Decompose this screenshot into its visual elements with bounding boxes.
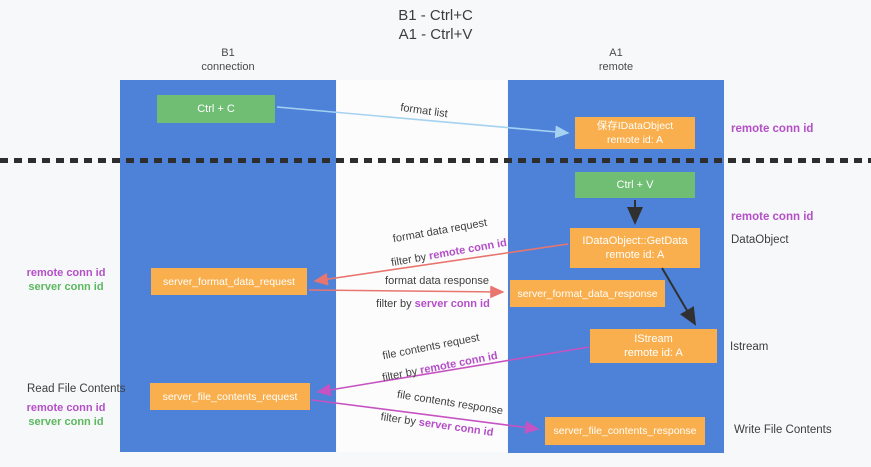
idataobject-getdata-box: IDataObject::GetData remote id: A [570, 228, 700, 268]
ctrl-c-box: Ctrl + C [157, 95, 275, 123]
ctrl-v-label: Ctrl + V [616, 179, 654, 191]
server-file-contents-request-label: server_file_contents_request [162, 390, 298, 403]
ctrl-c-label: Ctrl + C [197, 103, 235, 115]
save-dataobject-line1: 保存IDataObject [596, 120, 674, 132]
save-dataobject-line2: remote id: A [606, 134, 664, 146]
lane-b1-header: B1 connection [120, 46, 336, 74]
server-conn-id-highlight: server conn id [414, 298, 490, 310]
lane-b1-subtitle: connection [201, 61, 255, 73]
phase-divider-dashed-line [0, 158, 871, 163]
right-write-file-contents-label: Write File Contents [734, 424, 832, 436]
right-dataobject-label: DataObject [731, 234, 789, 246]
lane-b1-name: B1 [221, 47, 235, 59]
istream-line1: IStream [634, 333, 673, 345]
lane-a1-subtitle: remote [598, 61, 634, 73]
left-remote-conn-id-mid: remote conn id [26, 267, 106, 279]
server-file-contents-response-label: server_file_contents_response [553, 425, 697, 437]
format-data-response-label: format data response [385, 275, 489, 287]
left-remote-conn-id-bottom: remote conn id [26, 402, 106, 414]
getdata-line2: remote id: A [605, 249, 665, 261]
server-format-data-request-box: server_format_data_request [151, 268, 307, 295]
title-line-2: A1 - Ctrl+V [398, 26, 473, 43]
getdata-line1: IDataObject::GetData [582, 235, 688, 247]
filter-by-text: filter by [376, 298, 412, 310]
server-format-data-response-box: server_format_data_response [510, 280, 665, 307]
server-format-data-request-label: server_format_data_request [163, 275, 295, 288]
server-file-contents-request-box: server_file_contents_request [150, 383, 310, 410]
server-file-contents-response-box: server_file_contents_response [545, 417, 705, 445]
left-conn-ids-mid: remote conn id server conn id [24, 266, 108, 294]
left-conn-ids-bottom: remote conn id server conn id [24, 401, 108, 429]
diagram-title: B1 - Ctrl+C A1 - Ctrl+V [0, 6, 871, 44]
lane-a1-header: A1 remote [508, 46, 724, 74]
server-format-data-response-label: server_format_data_response [517, 287, 658, 300]
istream-line2: remote id: A [624, 347, 683, 359]
left-server-conn-id-mid: server conn id [28, 281, 104, 293]
left-server-conn-id-bottom: server conn id [28, 416, 104, 428]
save-dataobject-box: 保存IDataObject remote id: A [575, 117, 695, 149]
right-remote-conn-id-top: remote conn id [731, 123, 814, 135]
left-read-file-contents-label: Read File Contents [27, 383, 126, 395]
title-line-1: B1 - Ctrl+C [398, 7, 473, 24]
istream-box: IStream remote id: A [590, 329, 717, 363]
lane-a1-name: A1 [609, 47, 623, 59]
right-istream-label: Istream [730, 341, 769, 353]
ctrl-v-box: Ctrl + V [575, 172, 695, 198]
right-remote-conn-id-mid: remote conn id [731, 211, 814, 223]
